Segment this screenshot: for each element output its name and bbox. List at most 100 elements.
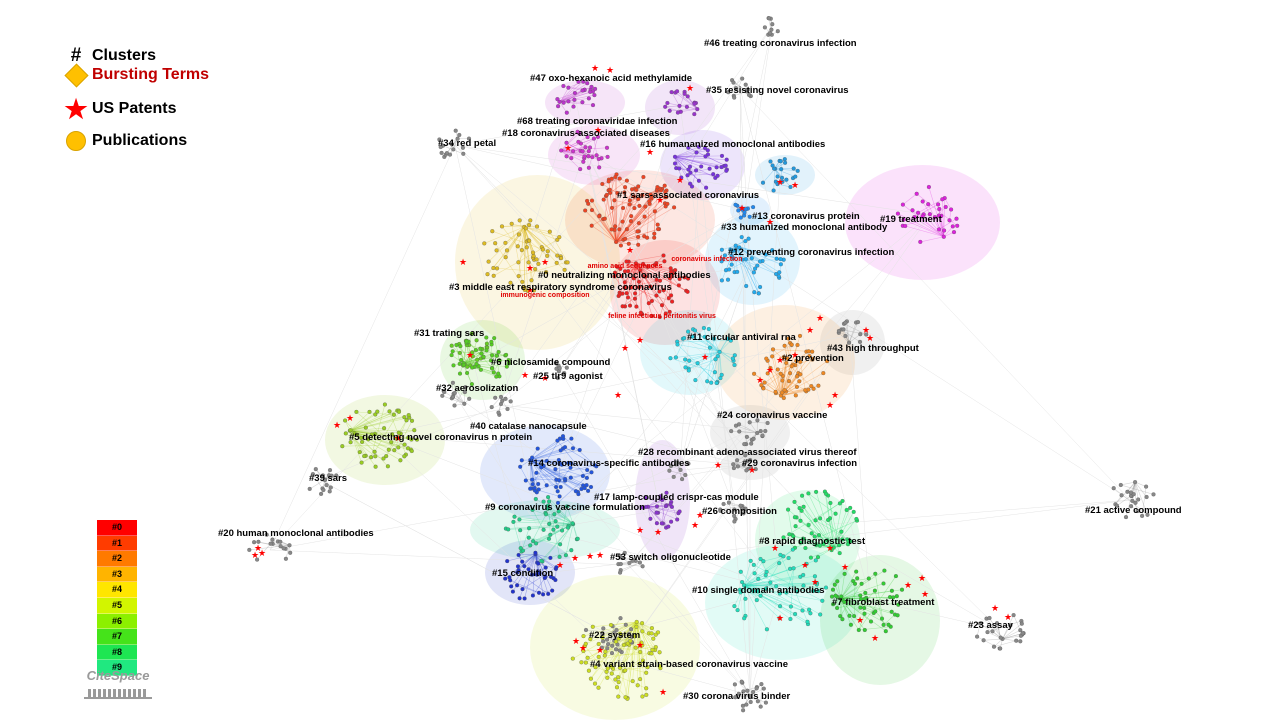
cluster-edge [453,393,465,404]
cluster-edge [615,196,652,243]
publication-node [632,634,637,639]
cluster-edge [532,509,574,525]
cluster-edge [285,545,290,559]
background-edge [649,264,751,286]
publication-node [385,464,390,469]
publication-node [832,582,837,587]
background-edge [499,25,773,406]
publication-node [490,366,495,371]
publication-node [668,463,674,469]
publication-node [862,611,867,616]
cluster-edge [647,506,658,524]
publication-node [719,165,724,170]
publication-node [593,665,598,670]
publication-node [987,615,992,621]
publication-node [1145,512,1150,517]
publication-node [583,145,588,150]
publication-node [643,274,648,279]
publication-node [536,561,541,566]
publication-node [469,331,474,336]
publication-node [788,566,793,571]
publication-node [596,156,601,162]
publication-node [565,260,570,265]
cluster-edge [530,459,544,467]
publication-node [640,629,645,634]
cluster-edge [780,386,798,396]
publication-node [678,467,683,472]
publication-node [505,406,510,412]
publication-node [798,574,803,579]
publication-node [809,384,814,389]
publication-node [617,665,623,670]
cluster-edge [518,247,528,263]
cluster-edge [771,356,782,396]
cluster-edge [349,411,370,431]
cluster-edge [524,226,558,241]
publication-node [732,248,737,253]
cluster-edge [602,632,615,642]
cluster-edge [454,392,465,404]
publication-node [613,677,618,682]
cluster-edge [989,617,1003,640]
publication-node [497,358,502,363]
cluster-edge [493,267,547,273]
publication-node [741,462,747,467]
publication-node [654,510,659,515]
publication-node [736,422,742,427]
publication-node [790,547,795,552]
publication-node [530,455,535,460]
publication-node [784,177,789,182]
cluster-edge [561,506,568,531]
publication-node [699,164,704,169]
publication-node [613,647,619,652]
publication-node [459,357,464,363]
cluster-edge [743,585,767,589]
publication-node [926,184,931,190]
cluster-edge [349,427,366,431]
cluster-edge [875,573,884,625]
publication-node [640,621,645,626]
publication-node [793,524,798,529]
publication-node [310,472,315,477]
publication-node [726,90,731,95]
publication-node [768,365,773,371]
publication-node [460,145,465,150]
cluster-edge [442,395,465,405]
publication-node [449,353,454,358]
publication-node [329,473,334,478]
cluster-edge [523,226,529,291]
cluster-edge [607,632,615,645]
publication-node [535,446,540,451]
cluster-edge [530,459,589,492]
publication-node [589,470,594,475]
publication-node [742,616,747,621]
cluster-edge [1120,484,1154,495]
publication-node [516,552,521,558]
publication-node [515,570,520,575]
cluster-edge [840,598,898,616]
cluster-edge [591,225,617,243]
circle-icon [62,129,90,153]
cluster-label-0: #0 neutralizing monoclonal antibodies [538,270,711,281]
publication-node [536,261,541,266]
cluster-edge [636,621,647,695]
cluster-label-53: #53 switch oligonucleotide [610,552,731,563]
publication-node [797,379,802,384]
publication-node [918,239,923,244]
publication-node [348,440,353,445]
patent-star: ★ [686,84,694,94]
publication-node [334,473,339,478]
cluster-edge [749,421,768,424]
publication-node [623,236,628,241]
cluster-edge [780,372,824,396]
publication-node [649,631,654,636]
cluster-edge [615,189,633,243]
cluster-edge [743,585,768,630]
publication-node [1133,480,1138,485]
background-edge [454,144,746,466]
cluster-edge [315,468,327,486]
publication-node [927,212,932,217]
publication-node [576,492,581,497]
publication-node [614,239,619,245]
cluster-edge [738,424,758,434]
